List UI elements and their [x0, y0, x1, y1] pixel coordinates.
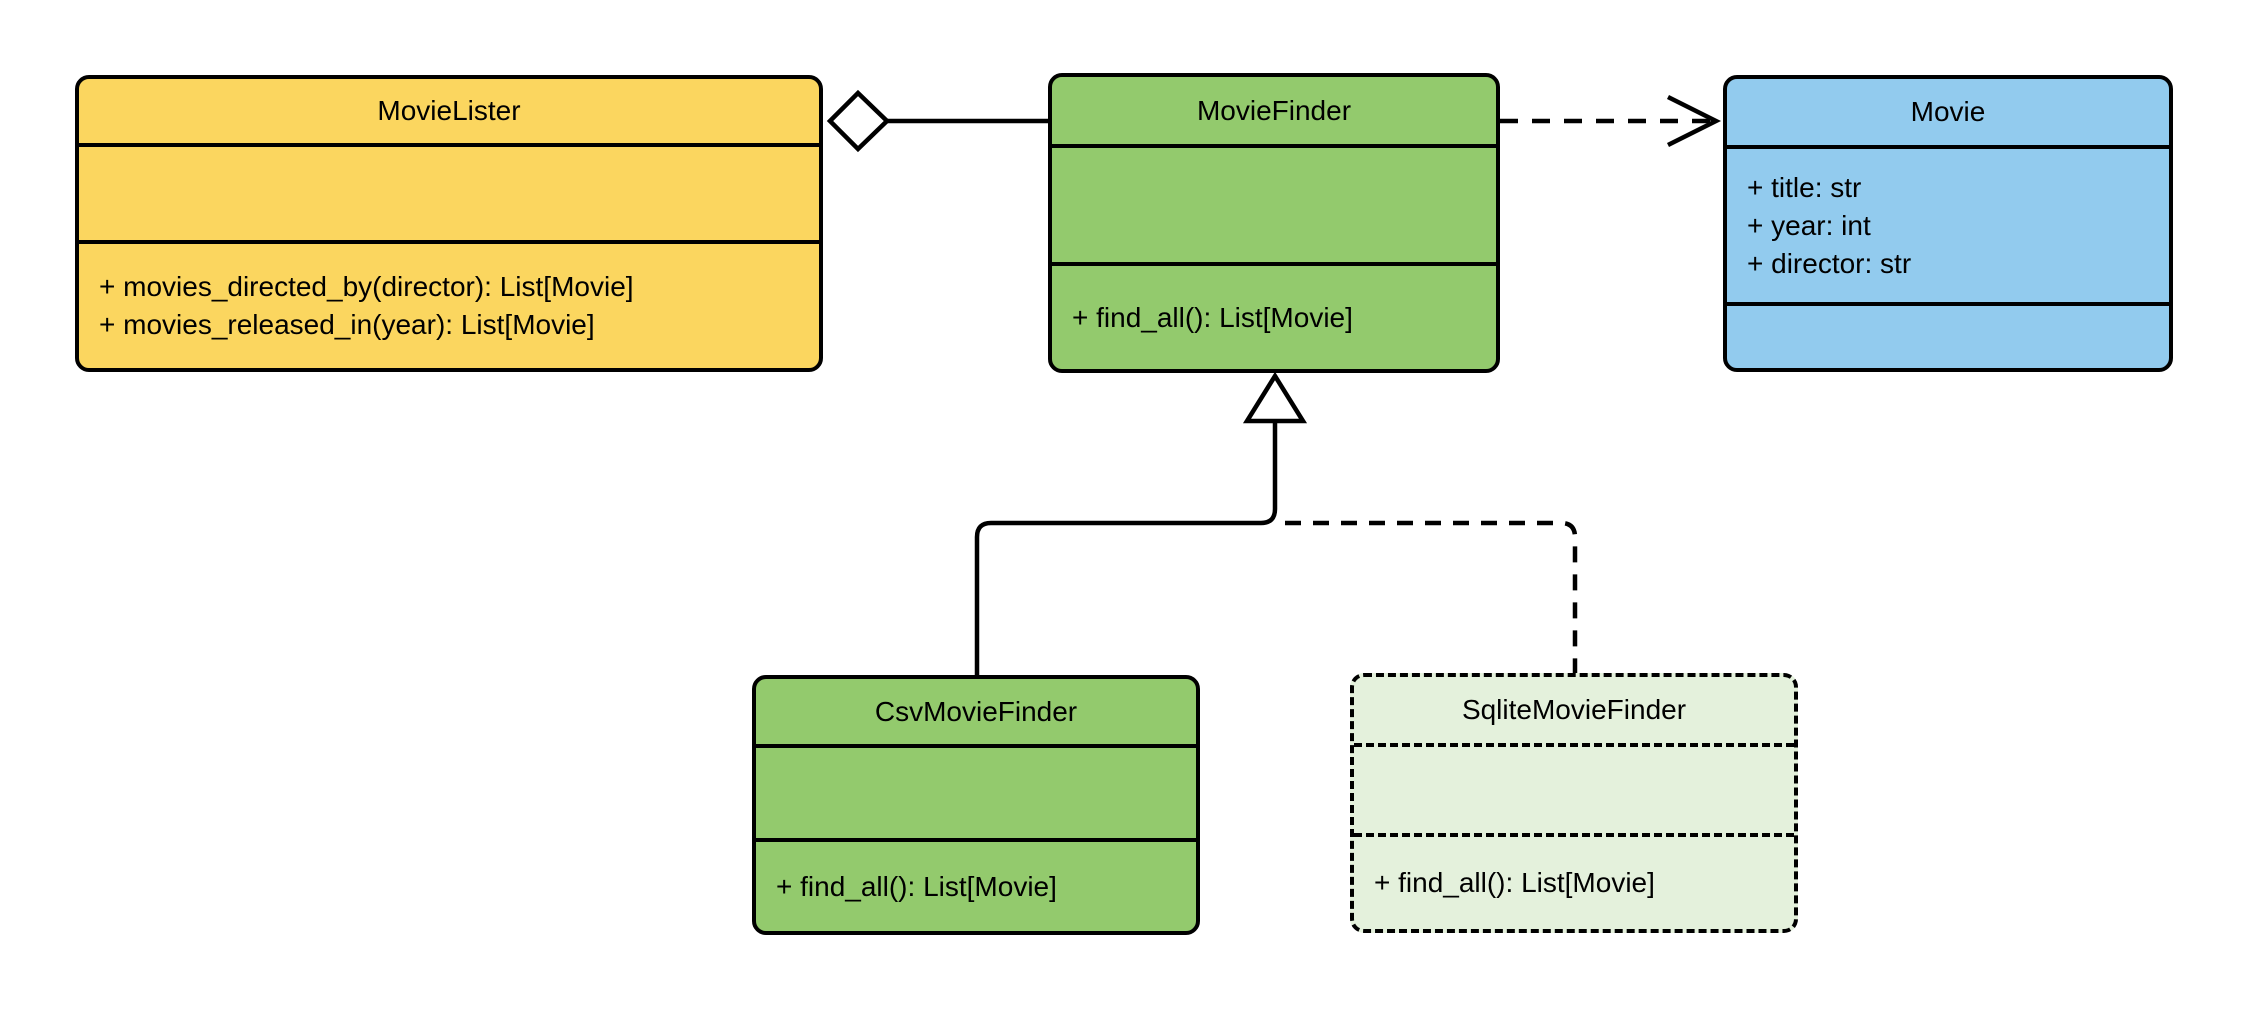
- method-item: + movies_released_in(year): List[Movie]: [99, 309, 595, 340]
- hollow-diamond-marker: [826, 89, 891, 153]
- methods-compartment: + find_all(): List[Movie]: [756, 838, 1196, 931]
- method-item: + find_all(): List[Movie]: [1072, 301, 1353, 333]
- methods-compartment: + movies_directed_by(director): List[Mov…: [79, 240, 819, 368]
- attribute-item: + title: str: [1747, 171, 1862, 203]
- dependency-connector: [1500, 94, 1722, 148]
- inheritance-solid-connector: [974, 371, 1308, 677]
- class-csvmoviefinder: CsvMovieFinder + find_all(): List[Movie]: [752, 675, 1200, 935]
- method-item: + find_all(): List[Movie]: [776, 870, 1057, 902]
- attributes-compartment: [79, 143, 819, 240]
- attributes-compartment: [1052, 144, 1496, 262]
- methods-compartment: + find_all(): List[Movie]: [1354, 833, 1794, 929]
- class-title: SqliteMovieFinder: [1461, 694, 1687, 725]
- class-movie: Movie + title: str + year: int + directo…: [1723, 75, 2173, 372]
- class-movielister: MovieLister + movies_directed_by(directo…: [75, 75, 823, 372]
- methods-compartment: [1727, 302, 2169, 368]
- method-item: + find_all(): List[Movie]: [1374, 867, 1655, 898]
- class-title: CsvMovieFinder: [874, 695, 1078, 727]
- hollow-triangle-marker: [1242, 371, 1308, 424]
- attribute-item: + director: str: [1747, 247, 1912, 279]
- class-title: MovieFinder: [1196, 94, 1352, 126]
- attributes-compartment: + title: str + year: int + director: str: [1727, 145, 2169, 302]
- method-item: + movies_directed_by(director): List[Mov…: [99, 271, 634, 302]
- aggregation-connector: [826, 89, 1050, 153]
- open-arrow-marker: [1666, 94, 1722, 148]
- class-moviefinder: MovieFinder + find_all(): List[Movie]: [1048, 73, 1500, 373]
- attributes-compartment: [1354, 743, 1794, 833]
- class-title: Movie: [1910, 96, 1986, 127]
- methods-compartment: + find_all(): List[Movie]: [1052, 262, 1496, 369]
- attributes-compartment: [756, 744, 1196, 838]
- class-title: MovieLister: [377, 95, 521, 126]
- attribute-item: + year: int: [1747, 209, 1871, 241]
- class-sqlitemoviefinder: SqliteMovieFinder + find_all(): List[Mov…: [1350, 673, 1798, 933]
- inheritance-dashed-connector: [1285, 520, 1578, 673]
